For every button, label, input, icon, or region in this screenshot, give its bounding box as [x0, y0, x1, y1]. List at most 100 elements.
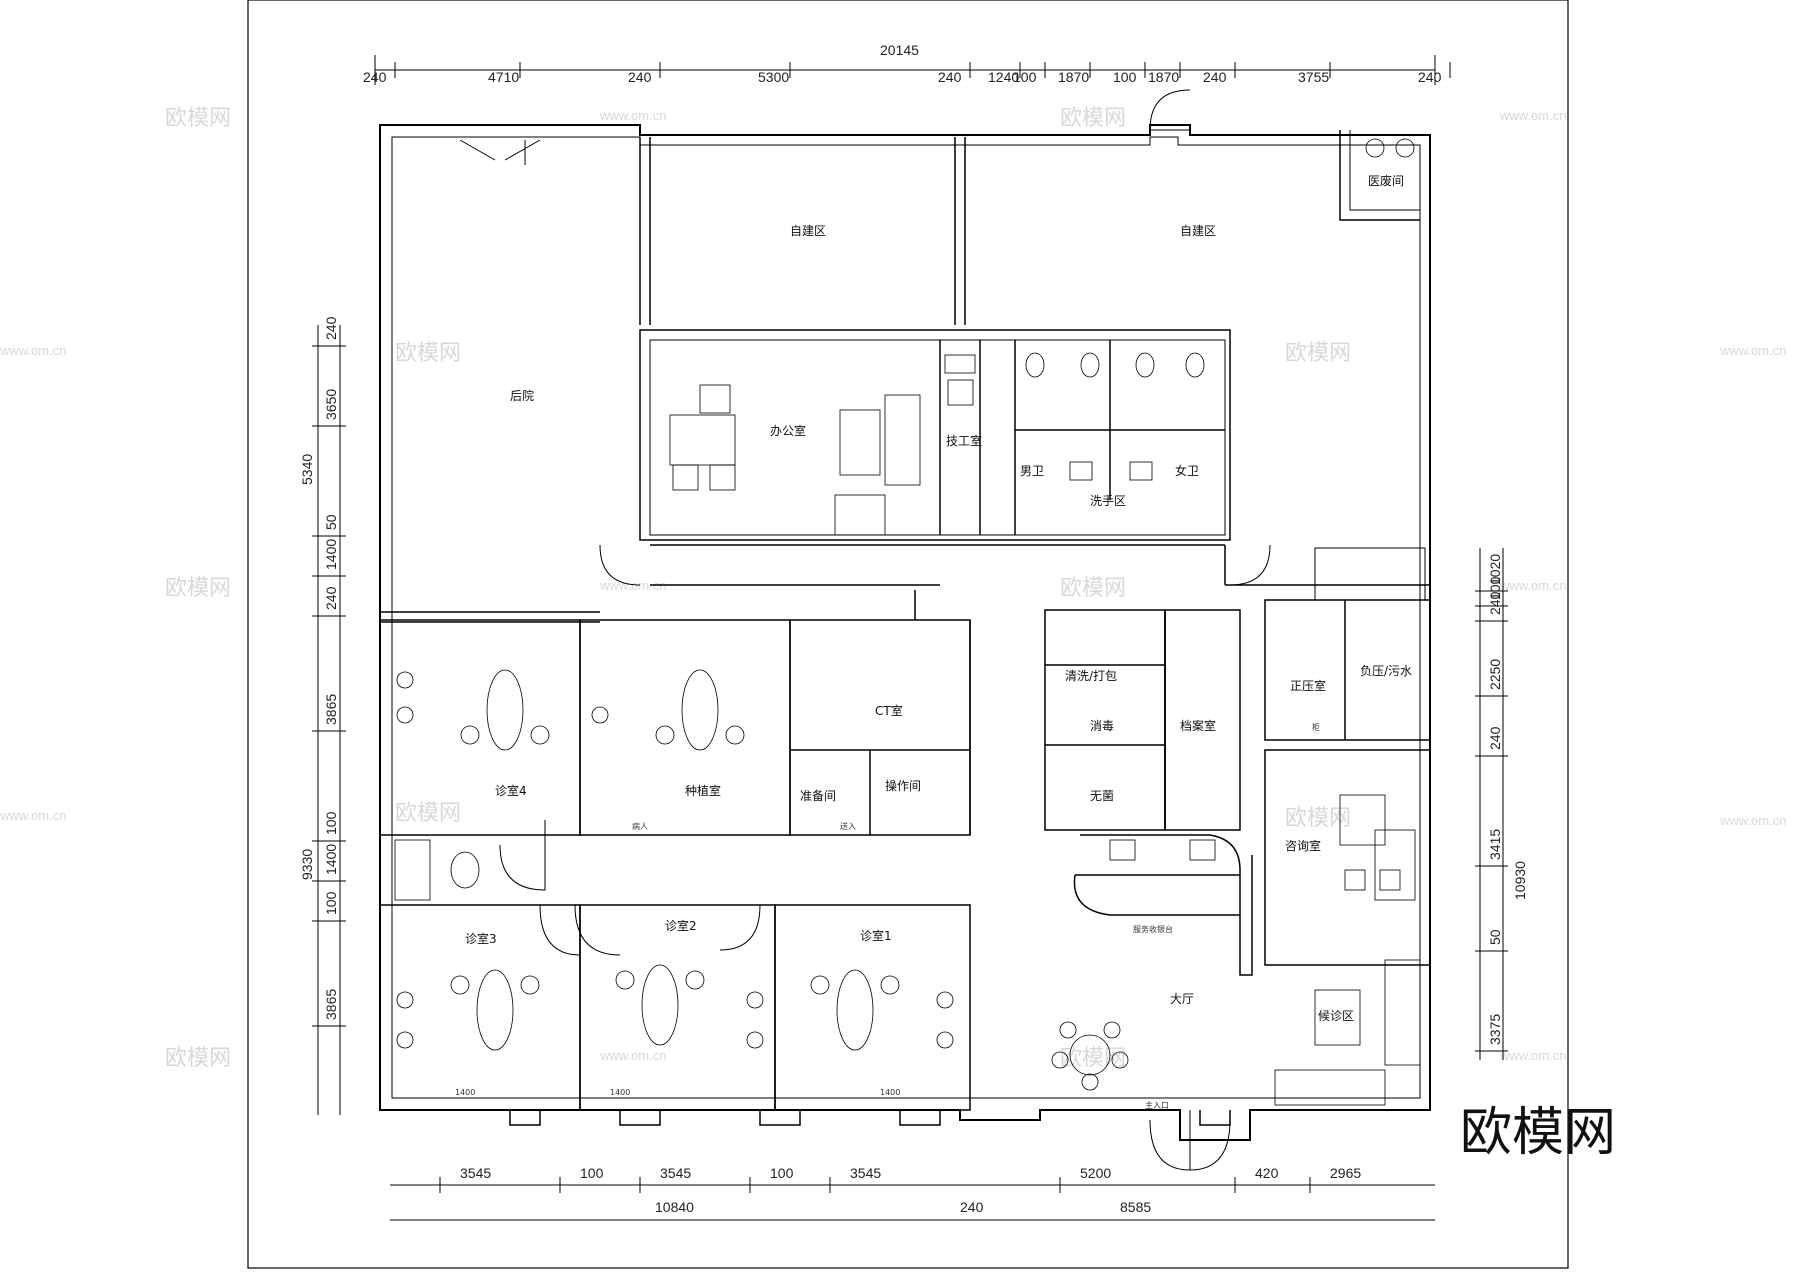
- watermarks: 欧模网 www.om.cn 欧模网 www.om.cn 欧模网 www.om.c…: [0, 106, 1786, 1071]
- left-dimension-label-2: 100: [323, 811, 339, 835]
- bottom-total-label: 240: [960, 1199, 984, 1215]
- window-width-label: 1400: [455, 1088, 475, 1097]
- bottom-total-label: 10840: [655, 1199, 694, 1215]
- bottom-total-label: 8585: [1120, 1199, 1151, 1215]
- right-dimension-label: 2250: [1487, 659, 1503, 690]
- room-men-wc: 男卫: [1020, 464, 1044, 478]
- watermark-url: www.om.cn: [1499, 1048, 1566, 1063]
- watermark-text: 欧模网: [1060, 576, 1126, 601]
- room-consult: 咨询室: [1285, 838, 1321, 853]
- top-dimension-label: 240: [628, 69, 652, 85]
- top-dimensions: [374, 55, 1436, 85]
- bottom-dimension-label: 5200: [1080, 1165, 1111, 1181]
- room-wash-pack: 清洗/打包: [1065, 669, 1117, 683]
- window-width-label: 1400: [880, 1088, 900, 1097]
- room-labels: 自建区 自建区 医废间 后院 办公室 技工室 男卫 女卫 洗手区 诊室4 种植室…: [465, 173, 1412, 1110]
- right-dimension-label: 3415: [1487, 829, 1503, 860]
- room-archive: 档案室: [1180, 718, 1216, 733]
- room-self-built-1: 自建区: [790, 224, 826, 238]
- room-tech: 技工室: [946, 433, 982, 448]
- room-office: 办公室: [770, 423, 806, 438]
- right-dimension-label: 1020: [1487, 554, 1503, 585]
- room-self-built-2: 自建区: [1180, 224, 1216, 238]
- right-dimension-label: 100: [1487, 576, 1503, 600]
- dental-chair-icon: [810, 969, 900, 1051]
- top-dimension-label: 1870: [1148, 69, 1179, 85]
- watermark-text: 欧模网: [165, 106, 231, 131]
- watermark-text: 欧模网: [165, 576, 231, 601]
- room-implant: 种植室: [685, 783, 721, 798]
- right-total-dimension: 10930: [1512, 861, 1528, 900]
- top-dimension-label: 100: [1113, 69, 1137, 85]
- left-dimension-label-2: 100: [323, 891, 339, 915]
- watermark-url: www.om.cn: [599, 108, 666, 123]
- left-dimension-label: 3650: [323, 389, 339, 420]
- bottom-dimension-label: 100: [770, 1165, 794, 1181]
- watermark-text: 欧模网: [1285, 806, 1351, 831]
- room-disinfect: 消毒: [1090, 719, 1114, 733]
- room-clinic-4: 诊室4: [495, 783, 527, 798]
- dental-chair-icon: [450, 969, 540, 1051]
- room-wash-area: 洗手区: [1090, 494, 1126, 508]
- room-clinic-2: 诊室2: [665, 918, 697, 933]
- top-dimension-label: 4710: [488, 69, 519, 85]
- dental-chair-icon: [655, 669, 745, 751]
- watermark-text: 欧模网: [395, 341, 461, 366]
- room-hall: 大厅: [1170, 992, 1194, 1006]
- dental-chair-icon: [615, 964, 705, 1046]
- label-goods-entry: 送入: [840, 821, 856, 831]
- right-dimension-label: 240: [1487, 726, 1503, 750]
- watermark-url: www.om.cn: [1499, 108, 1566, 123]
- room-backyard: 后院: [510, 389, 534, 403]
- left-dimensions: [317, 325, 341, 1115]
- room-women-wc: 女卫: [1175, 463, 1199, 478]
- top-total-dimension: 20145: [880, 42, 919, 58]
- watermark-text: 欧模网: [1060, 106, 1126, 131]
- top-dimension-label: 240: [363, 69, 387, 85]
- watermark-text: 欧模网: [1060, 1046, 1126, 1071]
- drawing-frame: [247, 0, 1569, 1269]
- bottom-dimension-label: 2965: [1330, 1165, 1361, 1181]
- right-dimensions: [1479, 548, 1504, 1060]
- top-dimension-label: 1870: [1058, 69, 1089, 85]
- watermark-url: www.om.cn: [1499, 578, 1566, 593]
- top-dimension-label: 240: [1418, 69, 1442, 85]
- watermark-url: www.om.cn: [1719, 813, 1786, 828]
- left-dimension-label: 240: [323, 316, 339, 340]
- bottom-dimension-label: 420: [1255, 1165, 1279, 1181]
- label-cabinet: 柜: [1312, 722, 1320, 732]
- watermark-text: 欧模网: [165, 1046, 231, 1071]
- right-dimension-label: 3375: [1487, 1014, 1503, 1045]
- interior-walls: [379, 130, 1431, 1111]
- watermark-url: www.om.cn: [599, 578, 666, 593]
- room-clinic-1: 诊室1: [860, 928, 892, 943]
- furniture: [394, 138, 1421, 1106]
- outer-walls: [379, 124, 1431, 1141]
- bottom-dimension-label: 100: [580, 1165, 604, 1181]
- room-sterile: 无菌: [1090, 789, 1114, 803]
- watermark-url: www.om.cn: [0, 808, 66, 823]
- left-dimension-label-2: 3865: [323, 694, 339, 725]
- corner-logo: 欧模网: [1460, 1103, 1616, 1163]
- left-dimension-label-2: 3865: [323, 989, 339, 1020]
- bottom-dimension-label: 3545: [460, 1165, 491, 1181]
- room-positive-pressure: 正压室: [1290, 678, 1326, 693]
- dental-chair-icon: [460, 669, 550, 751]
- label-entrance: 主入口: [1145, 1100, 1169, 1110]
- left-dimension-label: 50: [323, 514, 339, 530]
- top-dimension-label: 240: [938, 69, 962, 85]
- right-dimension-label: 240: [1487, 591, 1503, 615]
- top-dimension-label: 3755: [1298, 69, 1329, 85]
- room-operation: 操作间: [885, 778, 921, 793]
- bottom-dimension-label: 3545: [660, 1165, 691, 1181]
- top-dimension-label: 1240: [988, 69, 1019, 85]
- watermark-url: www.om.cn: [599, 1048, 666, 1063]
- bottom-dimensions: [390, 1184, 1435, 1221]
- left-dimension-label: 1400: [323, 539, 339, 570]
- top-dimension-label: 240: [1203, 69, 1227, 85]
